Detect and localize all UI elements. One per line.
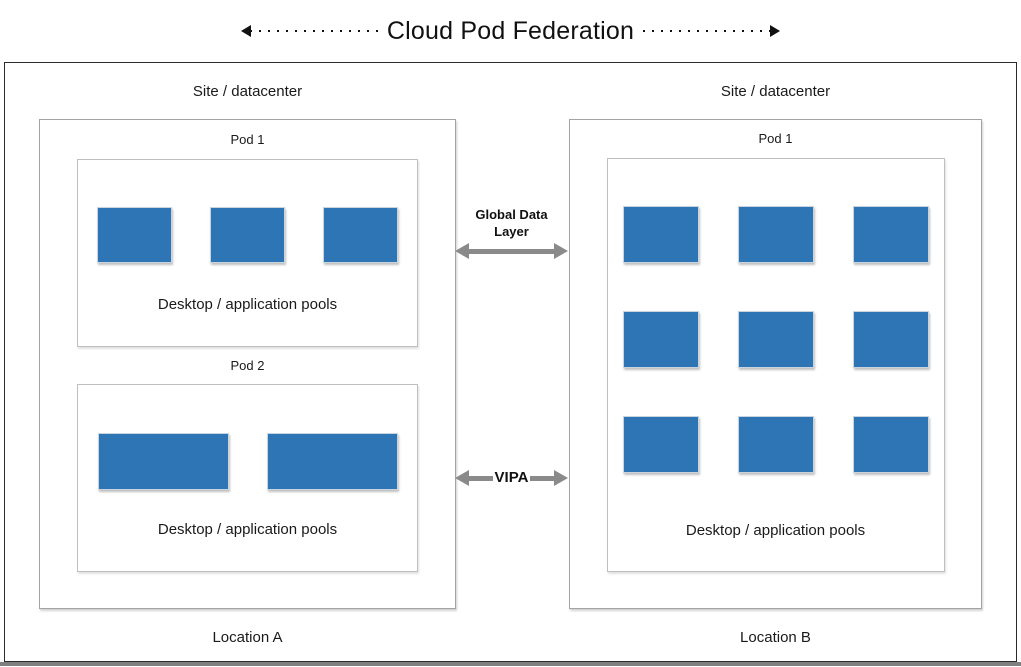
arrow-shaft — [466, 249, 557, 254]
pool-blocks-row — [78, 433, 417, 490]
pool-block — [852, 416, 929, 473]
left-pod2-pool-box: Desktop / application pools — [77, 384, 418, 572]
vipa-arrow-icon — [455, 470, 568, 486]
page-title: Cloud Pod Federation — [386, 16, 635, 45]
left-pod1-name: Pod 1 — [230, 132, 265, 147]
arrow-shaft — [466, 476, 557, 481]
pool-block — [266, 433, 398, 490]
location-b-label: Location B — [740, 629, 811, 646]
right-pod1-pool-box: Desktop / application pools — [606, 158, 945, 572]
pool-block — [622, 416, 699, 473]
site-box-location-a: Pod 1 Desktop / application pools Pod 2 … — [39, 119, 456, 609]
right-site-label: Site / datacenter — [720, 83, 831, 100]
pool-block — [852, 311, 929, 368]
left-site-label: Site / datacenter — [192, 83, 303, 100]
global-data-layer-label: Global Data Layer — [475, 207, 548, 239]
pool-blocks-row — [608, 206, 944, 263]
pool-blocks-row — [608, 416, 944, 473]
pool-block — [323, 207, 398, 263]
left-pod2-pool-label: Desktop / application pools — [157, 521, 338, 538]
pool-block — [737, 311, 814, 368]
title-row: Cloud Pod Federation — [0, 0, 1021, 62]
pool-block — [210, 207, 285, 263]
bottom-edge-bar — [0, 662, 1021, 666]
dotted-line — [249, 30, 378, 32]
pool-blocks-row — [78, 207, 417, 263]
left-pod1-pool-box: Desktop / application pools — [77, 159, 418, 347]
dotted-arrow-left-icon — [240, 25, 378, 37]
right-pod1-name: Pod 1 — [758, 131, 793, 146]
site-box-location-b: Pod 1 Desktop / application pool — [569, 119, 982, 609]
left-pod2-name: Pod 2 — [230, 358, 265, 373]
pool-block — [97, 207, 172, 263]
arrowhead-right-icon — [770, 25, 781, 37]
right-pod1-pool-label: Desktop / application pools — [685, 522, 866, 539]
left-pod1-pool-label: Desktop / application pools — [157, 296, 338, 313]
pool-block — [737, 206, 814, 263]
pool-block — [737, 416, 814, 473]
arrowhead-left-icon — [240, 25, 251, 37]
pool-block — [852, 206, 929, 263]
pool-block — [622, 311, 699, 368]
dotted-arrow-right-icon — [643, 25, 781, 37]
dotted-line — [643, 30, 772, 32]
pool-block — [97, 433, 229, 490]
location-a-label: Location A — [212, 629, 283, 646]
federation-outer-box: Site / datacenter Site / datacenter Pod … — [4, 62, 1017, 662]
pool-block — [622, 206, 699, 263]
pool-blocks-row — [608, 311, 944, 368]
global-data-layer-arrow-icon — [455, 243, 568, 259]
